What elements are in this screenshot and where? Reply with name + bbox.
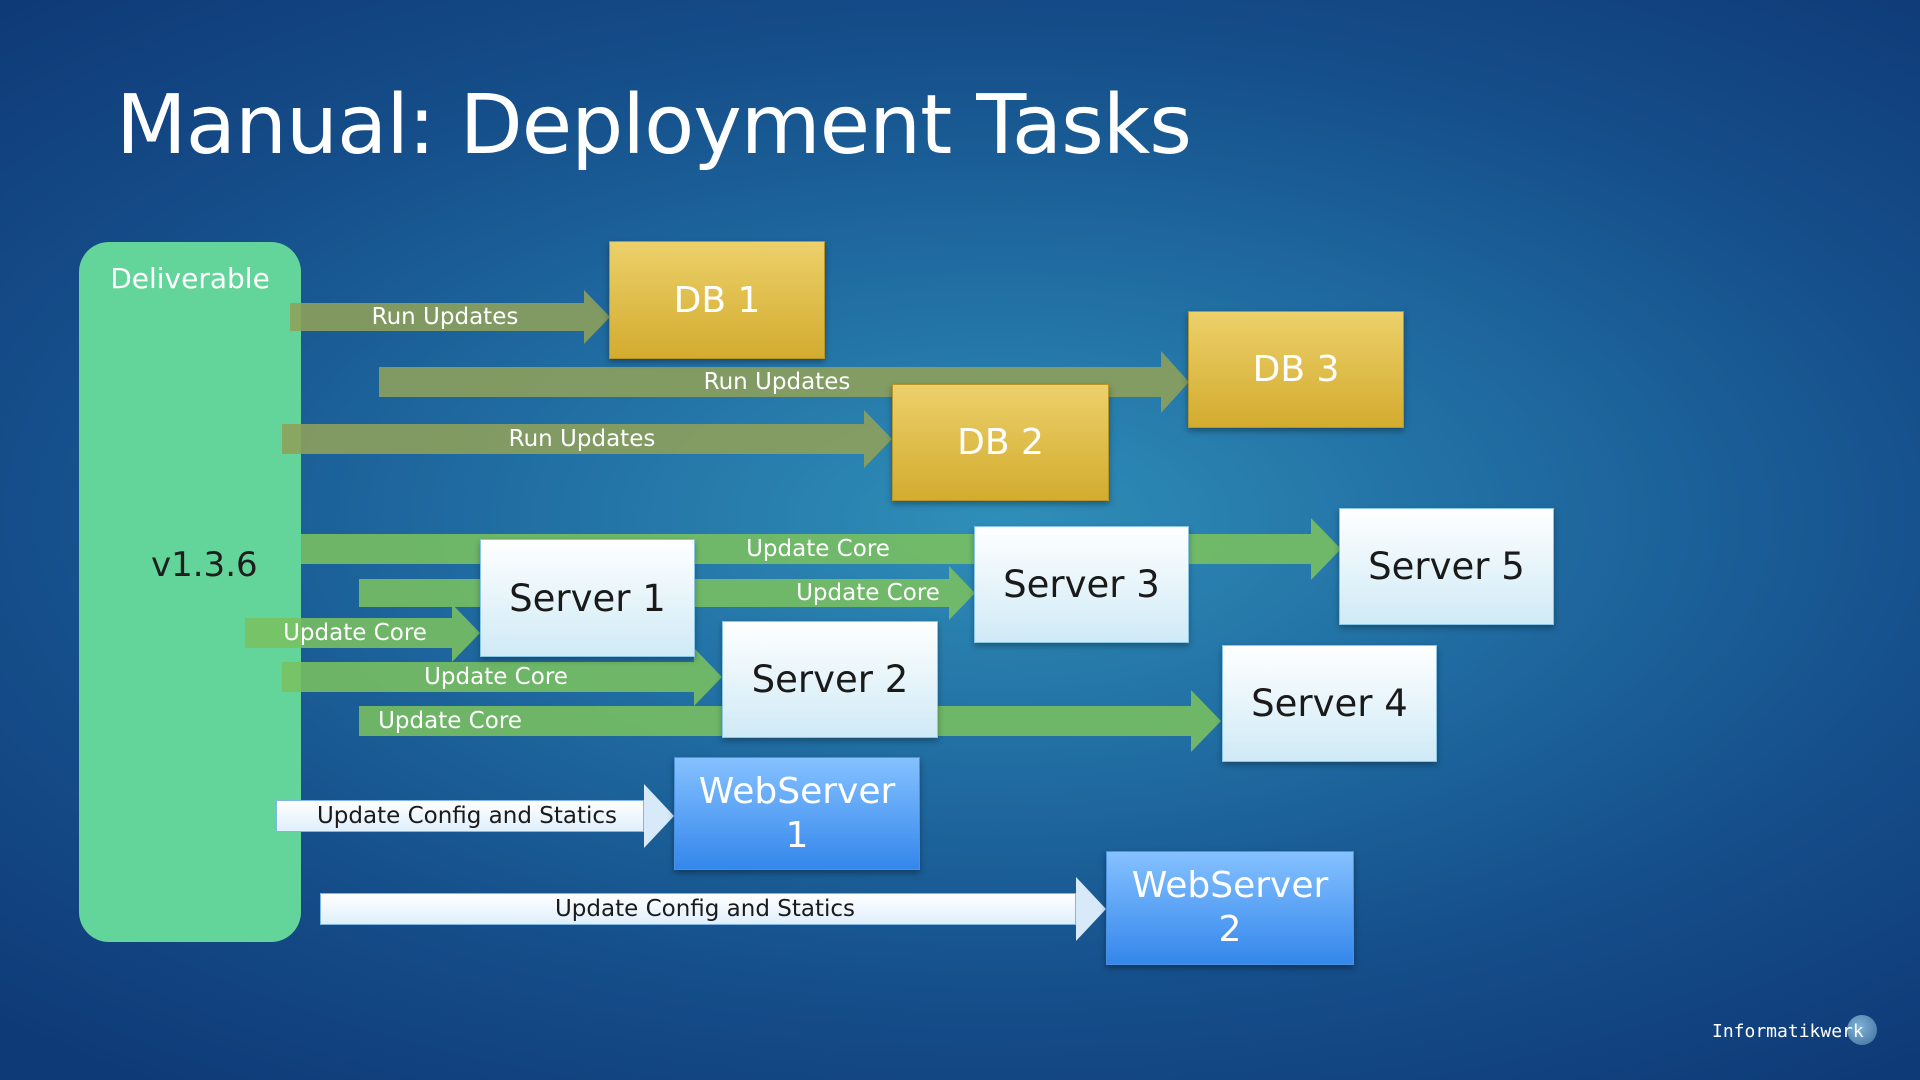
arrow-update-config-web2: Update Config and Statics: [320, 877, 1106, 941]
arrow-label: Run Updates: [703, 369, 851, 395]
arrow-update-config-web1: Update Config and Statics: [276, 784, 674, 848]
server3-box: Server 3: [974, 526, 1189, 643]
db2-box: DB 2: [892, 384, 1109, 501]
arrow-run-updates-db3: Run Updates: [379, 351, 1189, 413]
arrow-run-updates-db1: Run Updates: [290, 290, 610, 344]
deliverable-block: Deliverable v1.3.6: [79, 242, 301, 942]
arrow-label: Update Core: [283, 620, 427, 646]
version-label: v1.3.6: [151, 545, 258, 585]
db3-box: DB 3: [1188, 311, 1404, 428]
slide-title: Manual: Deployment Tasks: [116, 78, 1192, 173]
arrow-label: Update Core: [746, 536, 890, 562]
server1-box: Server 1: [480, 539, 695, 657]
arrow-run-updates-db2: Run Updates: [282, 410, 892, 468]
arrow-update-core-server1: Update Core: [245, 604, 480, 662]
server2-box: Server 2: [722, 621, 938, 738]
webserver1-box: WebServer 1: [674, 757, 920, 870]
db1-box: DB 1: [609, 241, 825, 359]
arrow-label: Update Core: [378, 708, 522, 734]
server4-box: Server 4: [1222, 645, 1437, 762]
arrow-label: Run Updates: [371, 304, 519, 330]
deliverable-label: Deliverable: [110, 262, 270, 295]
arrow-label: Update Core: [424, 664, 568, 690]
cloud-logo-icon: [1847, 1015, 1877, 1045]
logo-text: Informatikwerk: [1712, 1021, 1864, 1042]
arrow-label: Update Core: [796, 580, 940, 606]
server5-box: Server 5: [1339, 508, 1554, 625]
arrow-label: Run Updates: [508, 426, 656, 452]
arrow-label: Update Config and Statics: [316, 803, 618, 829]
arrow-update-core-server2: Update Core: [282, 648, 722, 706]
arrow-label: Update Config and Statics: [554, 896, 856, 922]
webserver2-box: WebServer 2: [1106, 851, 1354, 965]
